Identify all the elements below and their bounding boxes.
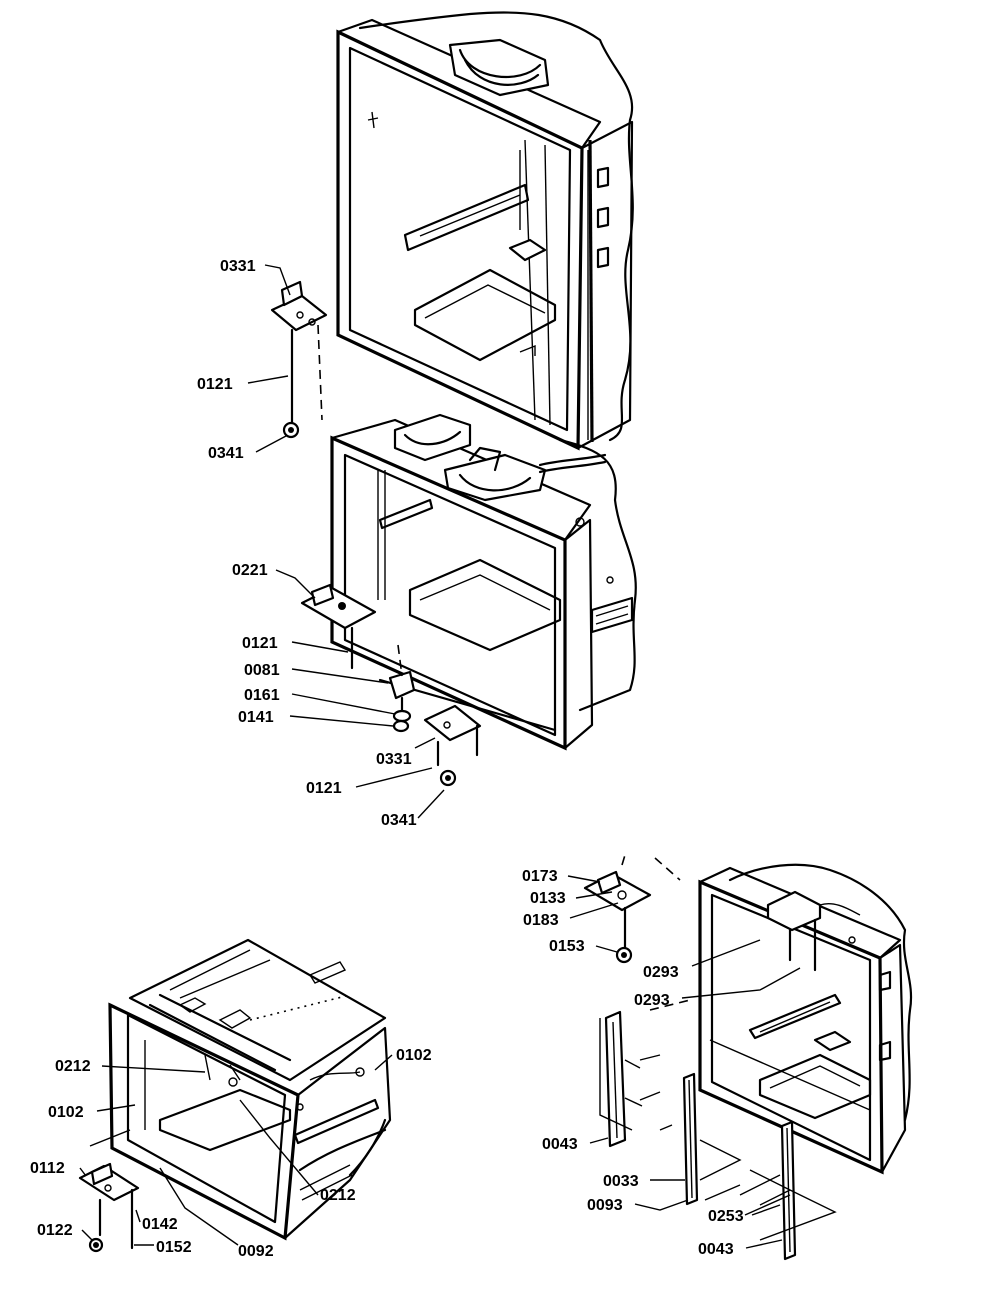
label-0043-left: 0043 [542, 1136, 578, 1153]
lower-right-leaders [567, 875, 801, 1249]
label-0093: 0093 [587, 1197, 623, 1214]
lower-right-parts [583, 854, 837, 1261]
lower-right-liner [649, 857, 913, 1175]
upper-leaders [247, 264, 445, 819]
label-0331-top: 0331 [220, 258, 256, 275]
label-0293-upper: 0293 [643, 964, 679, 981]
label-0341-bottom: 0341 [381, 812, 417, 829]
lower-left-leaders [79, 1054, 393, 1246]
label-0122: 0122 [37, 1222, 73, 1239]
label-0043-right: 0043 [698, 1241, 734, 1258]
lower-left-parts [78, 1162, 140, 1253]
bushing-0141 [392, 719, 410, 733]
label-0112: 0112 [30, 1160, 65, 1177]
label-0121-bottom: 0121 [306, 780, 342, 797]
label-0121-mid: 0121 [242, 635, 278, 652]
upper-hinge-parts [270, 280, 482, 787]
label-0212-left: 0212 [55, 1058, 91, 1075]
lower-right-labels: 0173 0133 0183 0153 0293 0293 0043 0033 … [522, 868, 744, 1258]
label-0341-top: 0341 [208, 445, 244, 462]
washer-0161 [392, 709, 412, 723]
label-0153: 0153 [549, 938, 585, 955]
label-0331-bottom: 0331 [376, 751, 412, 768]
lower-left-labels: 0212 0102 0102 0112 0122 0142 0152 0092 … [30, 1047, 432, 1260]
label-0033: 0033 [603, 1173, 639, 1190]
label-0142: 0142 [142, 1216, 178, 1233]
label-0152: 0152 [156, 1239, 192, 1256]
label-0221: 0221 [232, 562, 268, 579]
label-0183: 0183 [523, 912, 559, 929]
label-0161: 0161 [244, 687, 280, 704]
lower-left-liner [108, 938, 392, 1241]
middle-liner [330, 413, 637, 751]
hinge-cam-0081 [388, 670, 416, 700]
label-0173: 0173 [522, 868, 558, 885]
label-0293-lower: 0293 [634, 992, 670, 1009]
upper-labels: 0331 0121 0341 0221 0121 0081 0161 0141 … [197, 258, 417, 829]
hinge-bracket-0331-bottom [423, 704, 482, 742]
label-0133: 0133 [530, 890, 566, 907]
label-0253: 0253 [708, 1208, 744, 1225]
label-0141: 0141 [238, 709, 274, 726]
label-0102-left: 0102 [48, 1104, 84, 1121]
upper-liner [336, 11, 634, 451]
hinge-bracket-0331-top [270, 294, 328, 332]
label-0102-right: 0102 [396, 1047, 432, 1064]
label-0092: 0092 [238, 1243, 274, 1260]
label-0212-bottom: 0212 [320, 1187, 356, 1204]
label-0081: 0081 [244, 662, 280, 679]
label-0121-top: 0121 [197, 376, 233, 393]
